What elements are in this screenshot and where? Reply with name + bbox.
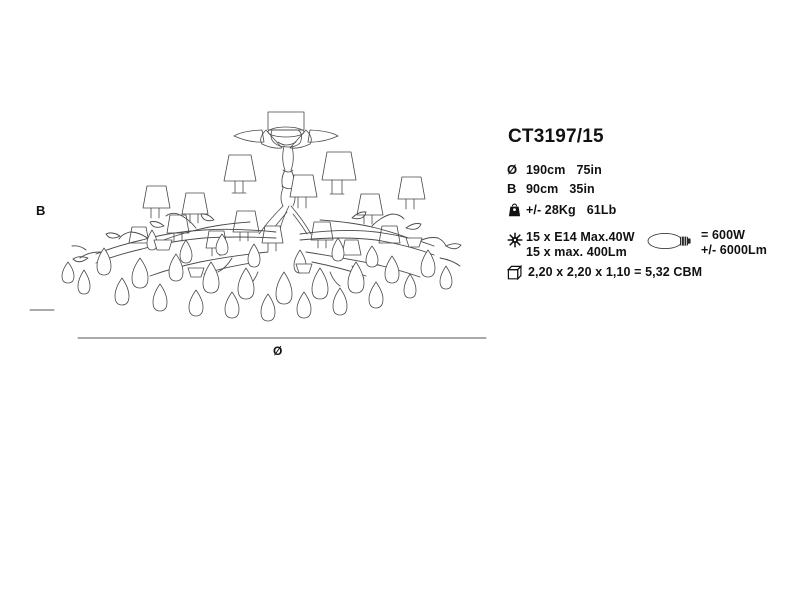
sun-burst-icon xyxy=(507,230,526,248)
candle-bulb-icon xyxy=(646,230,694,257)
product-model-title: CT3197/15 xyxy=(508,126,604,147)
weight-imperial: 61Lb xyxy=(586,203,617,217)
specification-panel: CT3197/15 Ø 190cm 75in B 90cm 35in +/- 28K… xyxy=(507,0,800,600)
diameter-dimension-label: Ø xyxy=(273,344,283,358)
dimension-annotations xyxy=(29,309,487,339)
diameter-icon: Ø xyxy=(507,163,526,177)
height-metric: 90cm xyxy=(526,182,559,196)
diameter-symbol: Ø xyxy=(507,162,518,177)
spec-row-height: B 90cm 35in xyxy=(507,182,595,197)
height-symbol: B xyxy=(507,181,517,196)
diameter-metric: 190cm xyxy=(526,163,566,177)
height-imperial: 35in xyxy=(569,182,595,196)
carton-dimensions: 2,20 x 2,20 x 1,10 = 5,32 CBM xyxy=(528,265,703,279)
weight-values: +/- 28Kg 61Lb xyxy=(526,203,616,217)
diameter-values: 190cm 75in xyxy=(526,163,602,177)
total-lumens: +/- 6000Lm xyxy=(701,243,767,257)
height-values: 90cm 35in xyxy=(526,182,595,196)
diameter-imperial: 75in xyxy=(576,163,602,177)
lamp-shade-group xyxy=(128,151,426,256)
crystal-drop-group xyxy=(61,229,453,322)
height-dimension-label: B xyxy=(36,203,46,218)
spec-row-diameter: Ø 190cm 75in xyxy=(507,163,602,178)
spec-row-weight: +/- 28Kg 61Lb xyxy=(507,203,616,218)
lamp-text-block: 15 x E14 Max.40W 15 x max. 400Lm xyxy=(526,230,635,260)
weight-icon xyxy=(507,203,526,218)
box-icon xyxy=(507,265,526,280)
spec-row-carton: 2,20 x 2,20 x 1,10 = 5,32 CBM xyxy=(507,265,702,280)
lamp-line-1: 15 x E14 Max.40W xyxy=(526,230,635,244)
lamp-line-2: 15 x max. 400Lm xyxy=(526,245,627,259)
lamp-output-block: = 600W +/- 6000Lm xyxy=(701,228,767,258)
fixture-technical-drawing xyxy=(29,111,487,339)
ceiling-canopy-icon xyxy=(233,111,339,149)
weight-metric: +/- 28Kg xyxy=(526,203,576,217)
candle-cups xyxy=(153,237,423,278)
height-icon: B xyxy=(507,182,526,196)
drawing-panel: B Ø xyxy=(29,111,487,358)
branch-arms xyxy=(71,211,462,287)
spec-row-lamp: 15 x E14 Max.40W 15 x max. 400Lm xyxy=(507,230,635,260)
total-wattage: = 600W xyxy=(701,228,746,242)
